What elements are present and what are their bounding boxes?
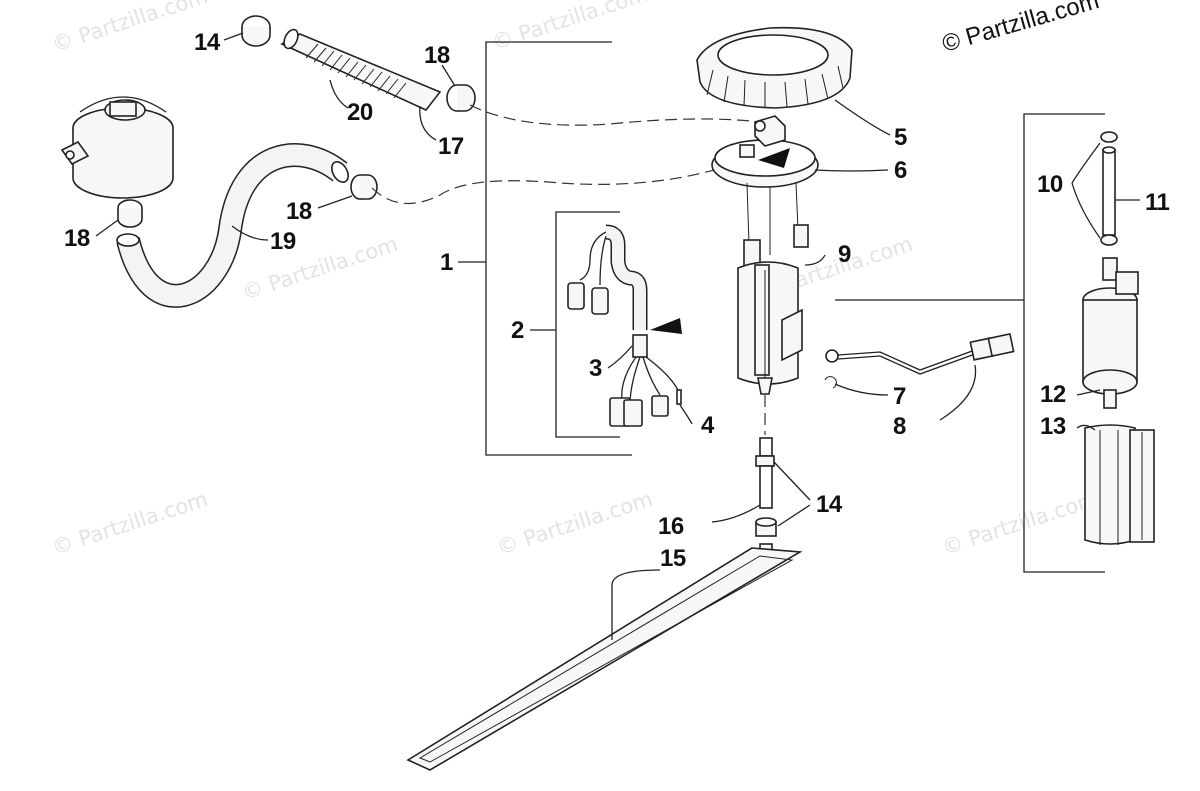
callout-8: 8 <box>893 413 906 440</box>
clamp-18-top <box>441 64 476 112</box>
harness-bracket-2 <box>530 211 620 438</box>
watermark: © Partzilla.com <box>239 232 401 305</box>
pump-housing-9 <box>737 224 826 395</box>
callout-18-mid: 18 <box>286 198 312 225</box>
connection-line-mid <box>371 161 741 205</box>
sensor-lead-8 <box>825 332 1015 421</box>
pump-bracket-right <box>835 113 1105 573</box>
callout-13: 13 <box>1040 413 1066 440</box>
hose-11 <box>1102 146 1140 236</box>
filter-canister <box>60 96 174 199</box>
callout-4: 4 <box>701 412 715 439</box>
callout-14-top: 14 <box>194 29 221 56</box>
clamp-18-mid <box>317 174 378 209</box>
callout-16: 16 <box>658 513 684 540</box>
callout-19: 19 <box>270 228 296 255</box>
assembly-bracket-1 <box>458 41 632 456</box>
lock-ring-5 <box>696 26 891 136</box>
callout-9: 9 <box>838 241 851 268</box>
wire-harness-2 <box>567 224 693 427</box>
callout-18-top: 18 <box>424 42 450 69</box>
connection-line-top <box>469 104 761 126</box>
callout-7: 7 <box>893 383 906 410</box>
watermark: © Partzilla.com <box>49 0 211 57</box>
callout-20: 20 <box>347 99 373 126</box>
flange-6 <box>711 115 889 255</box>
fitting-14-bottom <box>755 461 811 537</box>
clip-7 <box>824 376 889 396</box>
tube-16 <box>711 437 775 523</box>
callout-11: 11 <box>1145 189 1170 216</box>
callout-5: 5 <box>894 124 907 151</box>
callout-15: 15 <box>660 545 686 572</box>
strainer-15 <box>406 543 803 771</box>
callout-18-left: 18 <box>64 225 90 252</box>
callout-10: 10 <box>1037 171 1063 198</box>
callout-14-bottom: 14 <box>816 491 843 518</box>
sleeve-13 <box>1076 424 1155 545</box>
clamp-10 <box>1071 131 1118 246</box>
callout-3: 3 <box>589 355 602 382</box>
hose-19 <box>116 143 349 308</box>
watermark: © Partzilla.com <box>939 487 1101 560</box>
callout-1: 1 <box>440 249 453 276</box>
callout-6: 6 <box>894 157 907 184</box>
watermark: © Partzilla.com <box>494 487 656 560</box>
clamp-18-left <box>95 199 143 237</box>
callout-12: 12 <box>1040 381 1066 408</box>
callout-2: 2 <box>511 317 524 344</box>
callout-labels: 1 2 3 4 5 6 7 8 9 10 11 12 13 14 14 15 1… <box>64 29 1170 572</box>
callout-17: 17 <box>438 133 464 160</box>
watermark: © Partzilla.com <box>489 0 651 55</box>
watermark: © Partzilla.com <box>49 487 211 560</box>
clamp-14-top <box>223 15 271 47</box>
fuel-pump-12 <box>1076 257 1139 409</box>
copyright-text: © Partzilla.com <box>939 0 1102 58</box>
hose-20 <box>280 28 442 141</box>
